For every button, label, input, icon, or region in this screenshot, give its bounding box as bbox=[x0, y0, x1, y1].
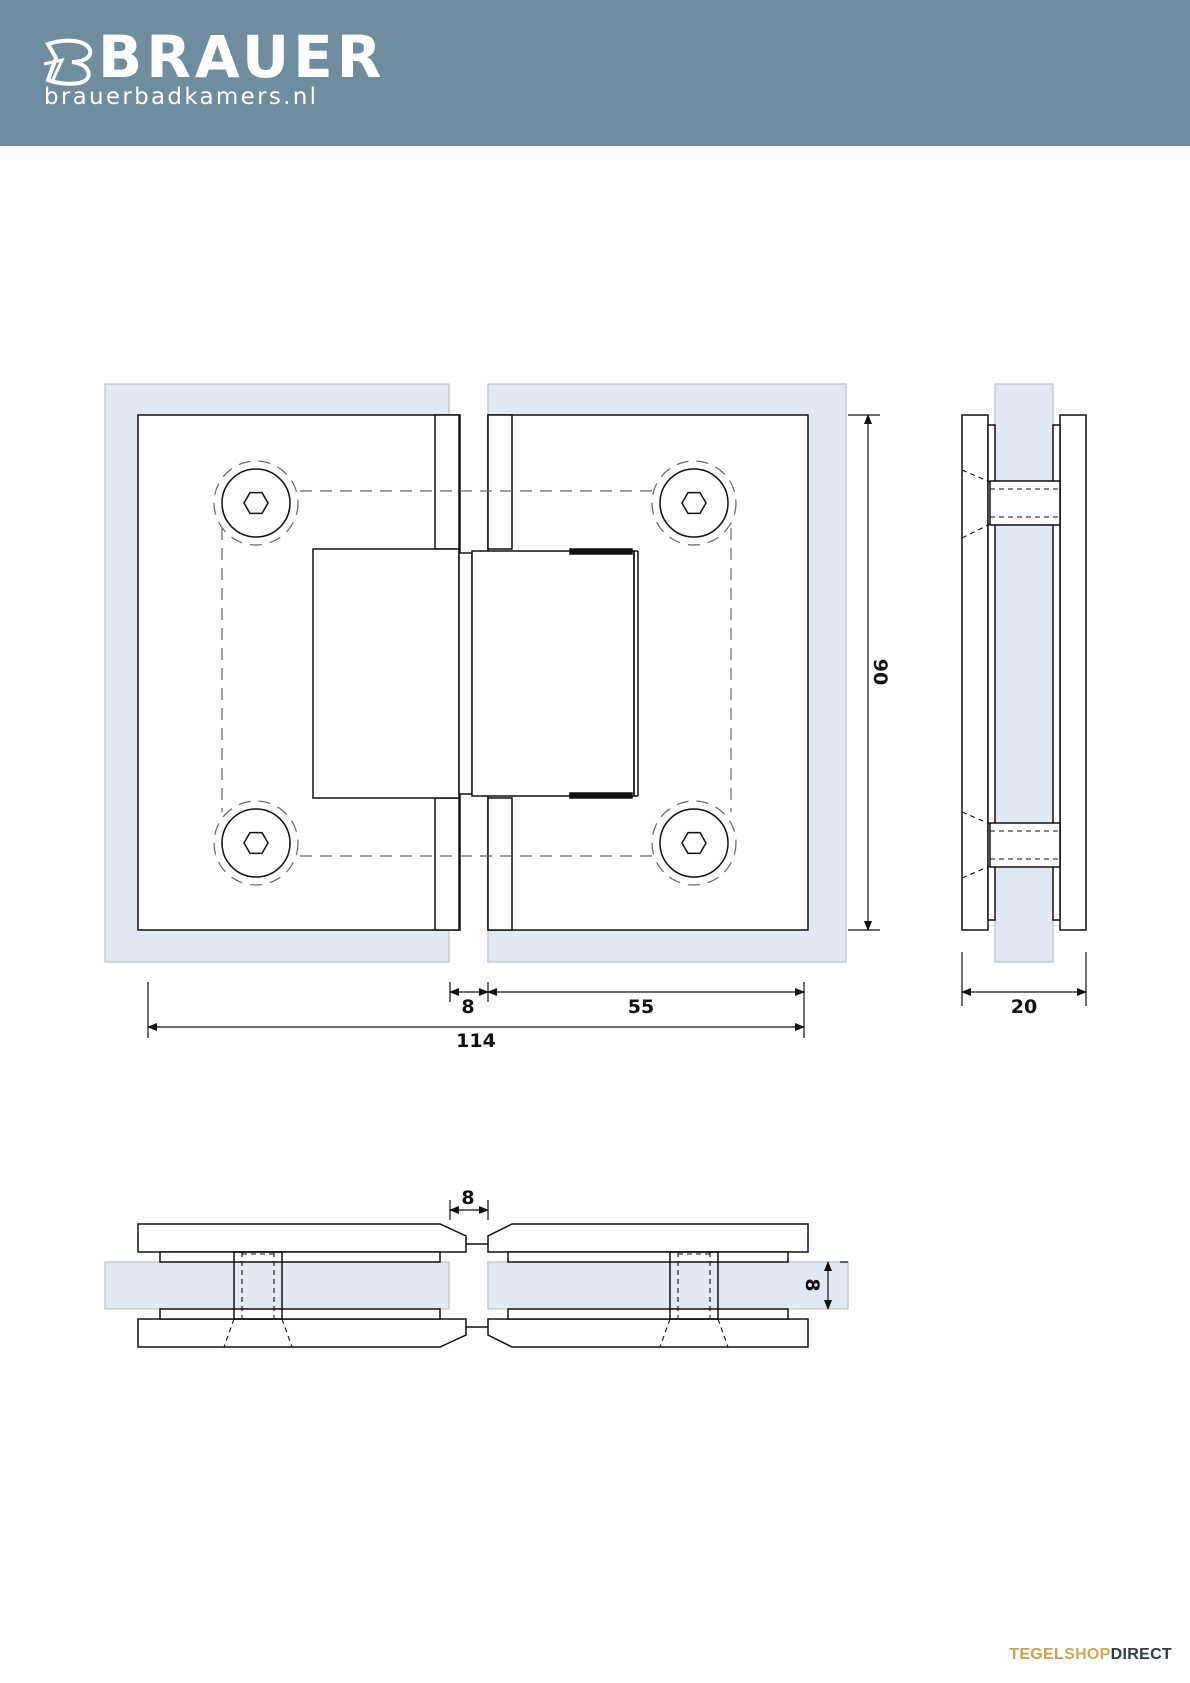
side-plate-right-inner bbox=[1052, 424, 1061, 921]
screw-head-tl bbox=[221, 468, 291, 538]
side-bolt-bottom bbox=[989, 822, 1061, 868]
top-gasket-upper-right bbox=[507, 1251, 789, 1263]
side-plate-left bbox=[961, 414, 989, 931]
side-view bbox=[961, 383, 1087, 963]
dim-label-front-half-width: 55 bbox=[628, 996, 654, 1018]
edge-strip-left-top bbox=[434, 414, 460, 550]
top-gasket-upper-left bbox=[159, 1251, 441, 1263]
top-glass-right bbox=[487, 1261, 849, 1310]
top-bolt-left bbox=[233, 1251, 283, 1320]
dim-label-top-glass-thickness: 8 bbox=[801, 1278, 823, 1291]
brauer-logo-icon bbox=[43, 38, 93, 86]
dashed-boss-tr bbox=[651, 460, 737, 546]
top-dimensions bbox=[449, 1200, 848, 1310]
hex-socket-br bbox=[681, 831, 707, 855]
header-banner: BRAUER brauerbadkamers.nl bbox=[0, 0, 1190, 146]
side-plate-right bbox=[1059, 414, 1087, 931]
dim-label-side-depth: 20 bbox=[1011, 996, 1037, 1018]
top-gasket-lower-left bbox=[159, 1308, 441, 1320]
brand-url: brauerbadkamers.nl bbox=[44, 84, 319, 110]
top-plate-upper-right bbox=[487, 1223, 809, 1253]
screw-head-br bbox=[659, 808, 729, 878]
footer-brand-part-1: TEGEL bbox=[1009, 1646, 1065, 1663]
top-plate-upper-left bbox=[137, 1223, 467, 1253]
knuckle-dark-band-bottom bbox=[569, 792, 633, 799]
dashed-boss-br bbox=[651, 800, 737, 886]
brand-name: BRAUER bbox=[98, 23, 386, 91]
top-plate-lower-right bbox=[487, 1318, 809, 1348]
footer-brand-logo: TEGELSHOPDIRECT bbox=[1009, 1647, 1172, 1663]
front-dimensions bbox=[147, 414, 880, 1038]
knuckle-center-strip bbox=[458, 552, 473, 795]
dashed-boss-bl bbox=[213, 800, 299, 886]
dashed-boss-tl bbox=[213, 460, 299, 546]
edge-strip-right-top bbox=[487, 414, 513, 550]
knuckle-dark-band-top bbox=[569, 548, 633, 555]
knuckle-right bbox=[471, 550, 635, 797]
side-plate-left-inner bbox=[987, 424, 996, 921]
hex-socket-bl bbox=[243, 831, 269, 855]
front-view bbox=[104, 383, 847, 963]
top-gasket-lower-right bbox=[507, 1308, 789, 1320]
edge-strip-left-bottom bbox=[434, 797, 460, 931]
footer-brand-part-2: SHOP bbox=[1064, 1646, 1111, 1663]
side-glass bbox=[994, 383, 1054, 963]
top-glass-left bbox=[104, 1261, 450, 1310]
hex-socket-tr bbox=[681, 491, 707, 515]
dim-label-front-total-width: 114 bbox=[456, 1030, 496, 1052]
side-bolt-top bbox=[989, 480, 1061, 526]
side-dimensions bbox=[961, 952, 1087, 1006]
dim-label-top-gap: 8 bbox=[461, 1187, 474, 1209]
dim-label-front-height: 90 bbox=[869, 659, 891, 685]
top-view bbox=[104, 1223, 849, 1348]
hex-socket-tl bbox=[243, 491, 269, 515]
dim-label-front-gap: 8 bbox=[461, 996, 474, 1018]
screw-head-tr bbox=[659, 468, 729, 538]
top-bolt-right bbox=[669, 1251, 719, 1320]
edge-strip-right-bottom bbox=[487, 797, 513, 931]
screw-head-bl bbox=[221, 808, 291, 878]
footer-brand-part-3: DIRECT bbox=[1110, 1646, 1172, 1663]
knuckle-left bbox=[312, 548, 460, 799]
top-plate-lower-left bbox=[137, 1318, 467, 1348]
